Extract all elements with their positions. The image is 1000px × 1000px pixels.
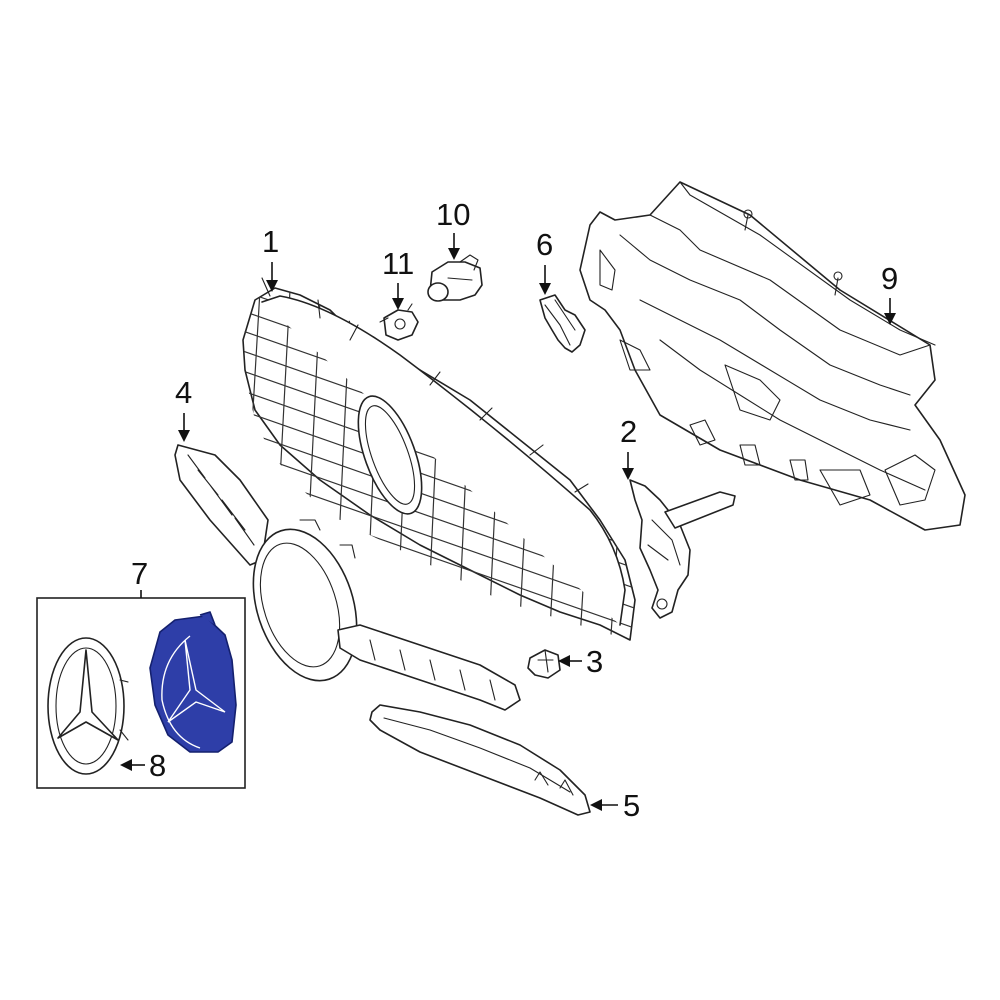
star-emblem xyxy=(47,637,129,775)
radiator-support-panel xyxy=(579,181,966,531)
callout-6: 6 xyxy=(536,227,553,295)
sensor-clip xyxy=(379,303,419,341)
callout-label: 10 xyxy=(436,197,470,232)
callout-9: 9 xyxy=(881,261,898,325)
callout-label: 7 xyxy=(131,556,148,591)
callout-label: 1 xyxy=(262,224,279,259)
callout-label: 8 xyxy=(149,748,166,783)
callout-label: 5 xyxy=(623,788,640,823)
lower-trim-strip xyxy=(369,704,591,816)
callout-11: 11 xyxy=(382,246,414,310)
callout-label: 11 xyxy=(382,246,414,281)
callout-5: 5 xyxy=(590,788,640,823)
callout-10: 10 xyxy=(436,197,470,260)
callout-label: 9 xyxy=(881,261,898,296)
callout-4: 4 xyxy=(175,375,192,442)
sensor-bracket xyxy=(539,294,586,353)
emblem-inset-box xyxy=(36,597,246,789)
callout-8: 8 xyxy=(120,748,166,783)
callout-label: 3 xyxy=(586,644,603,679)
grille-assembly xyxy=(242,277,636,641)
clip-part xyxy=(527,649,561,679)
sensor-unit xyxy=(427,254,483,302)
callout-2: 2 xyxy=(620,414,637,480)
callout-1: 1 xyxy=(262,224,279,292)
emblem-bracket xyxy=(174,444,521,711)
emblem-base-highlighted xyxy=(149,611,237,753)
side-bracket xyxy=(629,479,736,619)
callout-3: 3 xyxy=(558,644,603,679)
callout-label: 6 xyxy=(536,227,553,262)
callout-label: 2 xyxy=(620,414,637,449)
callout-7: 7 xyxy=(131,556,148,598)
callout-label: 4 xyxy=(175,375,192,410)
